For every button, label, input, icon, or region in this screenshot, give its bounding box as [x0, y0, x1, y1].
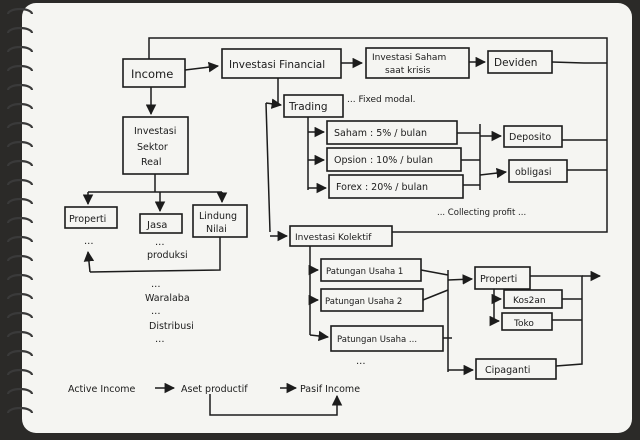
paper-sheet: [22, 3, 632, 433]
trading-label: Trading: [288, 101, 328, 113]
distribusi-label: Distribusi: [149, 321, 194, 332]
sektor-real-label-3: Real: [141, 157, 161, 168]
investasi-financial-label: Investasi Financial: [229, 59, 325, 71]
dots-produksi-label: ...: [151, 279, 161, 290]
active-income-label: Active Income: [68, 384, 136, 395]
saham-label: Saham : 5% / bulan: [334, 128, 427, 139]
deposito-label: Deposito: [509, 132, 551, 143]
trading-box: [283, 94, 344, 118]
nilai-label: Nilai: [206, 224, 227, 235]
dots-patungan-label: ...: [356, 356, 366, 367]
patungan-usaha-dots-label: Patungan Usaha ...: [337, 335, 417, 345]
properti-right-box: [474, 266, 531, 290]
dots-jasa-label: ...: [155, 237, 165, 248]
toko-label: Toko: [513, 319, 534, 329]
obligasi-label: obligasi: [515, 167, 552, 178]
cipaganti-label: Cipaganti: [485, 365, 530, 376]
properti-left-label: Properti: [69, 214, 106, 225]
income-label: Income: [131, 67, 173, 81]
connectors: [82, 37, 608, 416]
sektor-real-label-2: Sektor: [137, 142, 168, 153]
dots-distribusi-label: ...: [155, 334, 165, 345]
income-box: [122, 58, 186, 88]
investasi-saham-label-1: Investasi Saham: [372, 53, 446, 63]
collecting-profit-label: ... Collecting profit ...: [437, 208, 526, 218]
waralaba-label: Waralaba: [145, 293, 190, 304]
fixed-modal-label: ... Fixed modal.: [347, 95, 416, 105]
forex-label: Forex : 20% / bulan: [336, 182, 428, 193]
investasi-saham-label-2: saat krisis: [385, 66, 431, 76]
produksi-label: produksi: [147, 250, 188, 261]
aset-productif-label: Aset productif: [181, 384, 248, 395]
opsion-label: Opsion : 10% / bulan: [334, 155, 433, 166]
deposito-box: [503, 125, 563, 148]
forex-box: [328, 174, 464, 199]
spiral-binding: [6, 7, 34, 414]
investasi-saham-box: [365, 47, 470, 79]
deviden-label: Deviden: [494, 57, 537, 69]
obligasi-box: [508, 159, 568, 183]
kos-kosan-label: Kos2an: [513, 296, 546, 306]
sektor-real-label-1: Investasi: [134, 126, 176, 137]
dots-waralaba-label: ...: [151, 306, 161, 317]
jasa-box: [139, 213, 183, 234]
cipaganti-box: [475, 358, 557, 380]
toko-box: [501, 312, 553, 331]
patungan-usaha-1-label: Patungan Usaha 1: [326, 267, 403, 277]
investasi-kolektif-label: Investasi Kolektif: [295, 233, 372, 243]
properti-left-box: [64, 206, 118, 229]
dots-left-label: ...: [84, 236, 94, 247]
properti-right-label: Properti: [480, 274, 517, 285]
investasi-kolektif-box: [289, 225, 393, 247]
patungan-usaha-2-label: Patungan Usaha 2: [325, 297, 402, 307]
lindung-label: Lindung: [199, 211, 237, 222]
jasa-label: Jasa: [146, 220, 167, 231]
pasif-income-label: Pasif Income: [300, 384, 360, 395]
